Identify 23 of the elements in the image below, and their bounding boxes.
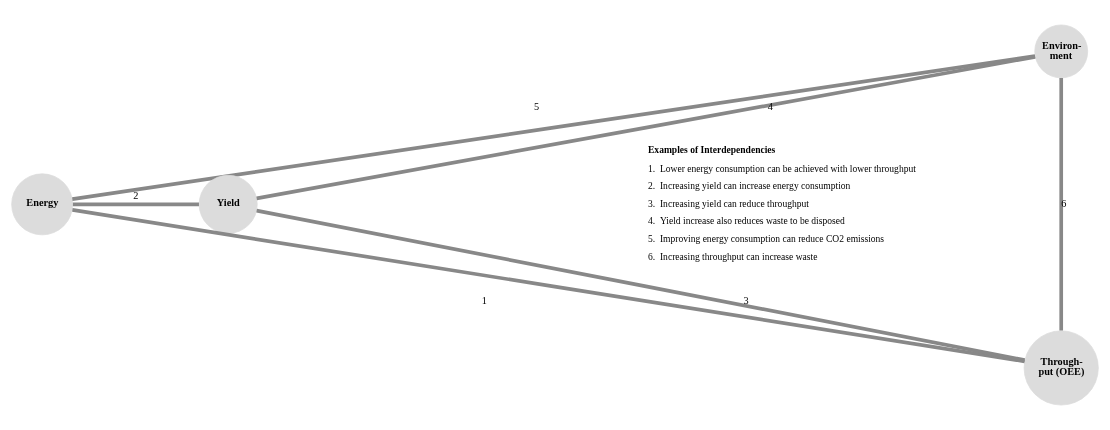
connector — [72, 202, 199, 207]
label: 2. Increasing yield can increase energy consumption — [648, 180, 851, 192]
label: 1. Lower energy consumption can be achieved with lower throughput — [648, 162, 916, 174]
connector — [72, 54, 1036, 201]
node-circle: Environ- ment — [1034, 24, 1089, 79]
edge-label: 1 — [481, 294, 487, 306]
label: 6. Increasing throughput can increase waste — [648, 250, 818, 262]
connector — [1059, 78, 1064, 331]
node-circle: Through- put (OEE) — [1023, 330, 1099, 406]
edge-label: 6 — [1061, 198, 1067, 210]
connector — [256, 55, 1036, 201]
connector — [72, 208, 1025, 364]
label: 4. Yield increase also reduces waste to be disposed — [648, 215, 845, 227]
edge-label: 3 — [743, 294, 749, 306]
label: Examples of Interdependencies — [648, 144, 776, 156]
label: 3. Increasing yield can reduce throughput — [648, 197, 809, 209]
connector — [256, 208, 1026, 362]
node-circle: Energy — [11, 173, 74, 236]
node-circle: Yield — [198, 174, 258, 234]
label: 5. Improving energy consumption can reduce CO2 emissions — [648, 233, 885, 245]
edge-label: 2 — [133, 190, 139, 202]
edge-label: 4 — [767, 101, 773, 113]
edge-label: 5 — [534, 101, 540, 113]
